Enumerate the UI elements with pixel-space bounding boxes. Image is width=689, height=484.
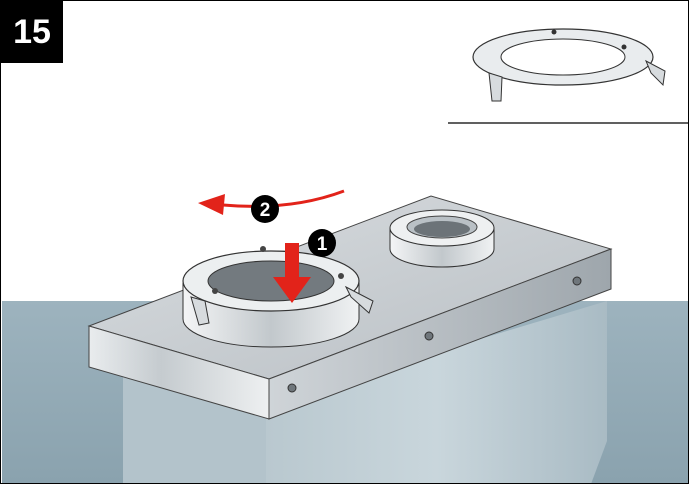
hood-side-face bbox=[268, 248, 612, 420]
callout-1-label: 1 bbox=[317, 234, 328, 255]
ring-bracket-left bbox=[190, 296, 210, 326]
hood-screws bbox=[287, 276, 582, 393]
ring-bracket-right bbox=[344, 285, 374, 314]
callout-1: 1 bbox=[308, 229, 336, 257]
step-number-badge: 15 bbox=[1, 1, 63, 63]
red-curved-rotate-arrow-icon bbox=[198, 189, 345, 215]
exhaust-collar bbox=[389, 209, 495, 268]
exhaust-collar-with-ring bbox=[182, 246, 374, 348]
callout-2-label: 2 bbox=[260, 200, 271, 221]
mounting-ring-bracket-icon bbox=[472, 28, 666, 102]
red-down-arrow-icon bbox=[273, 243, 311, 303]
callout-2: 2 bbox=[251, 195, 279, 223]
